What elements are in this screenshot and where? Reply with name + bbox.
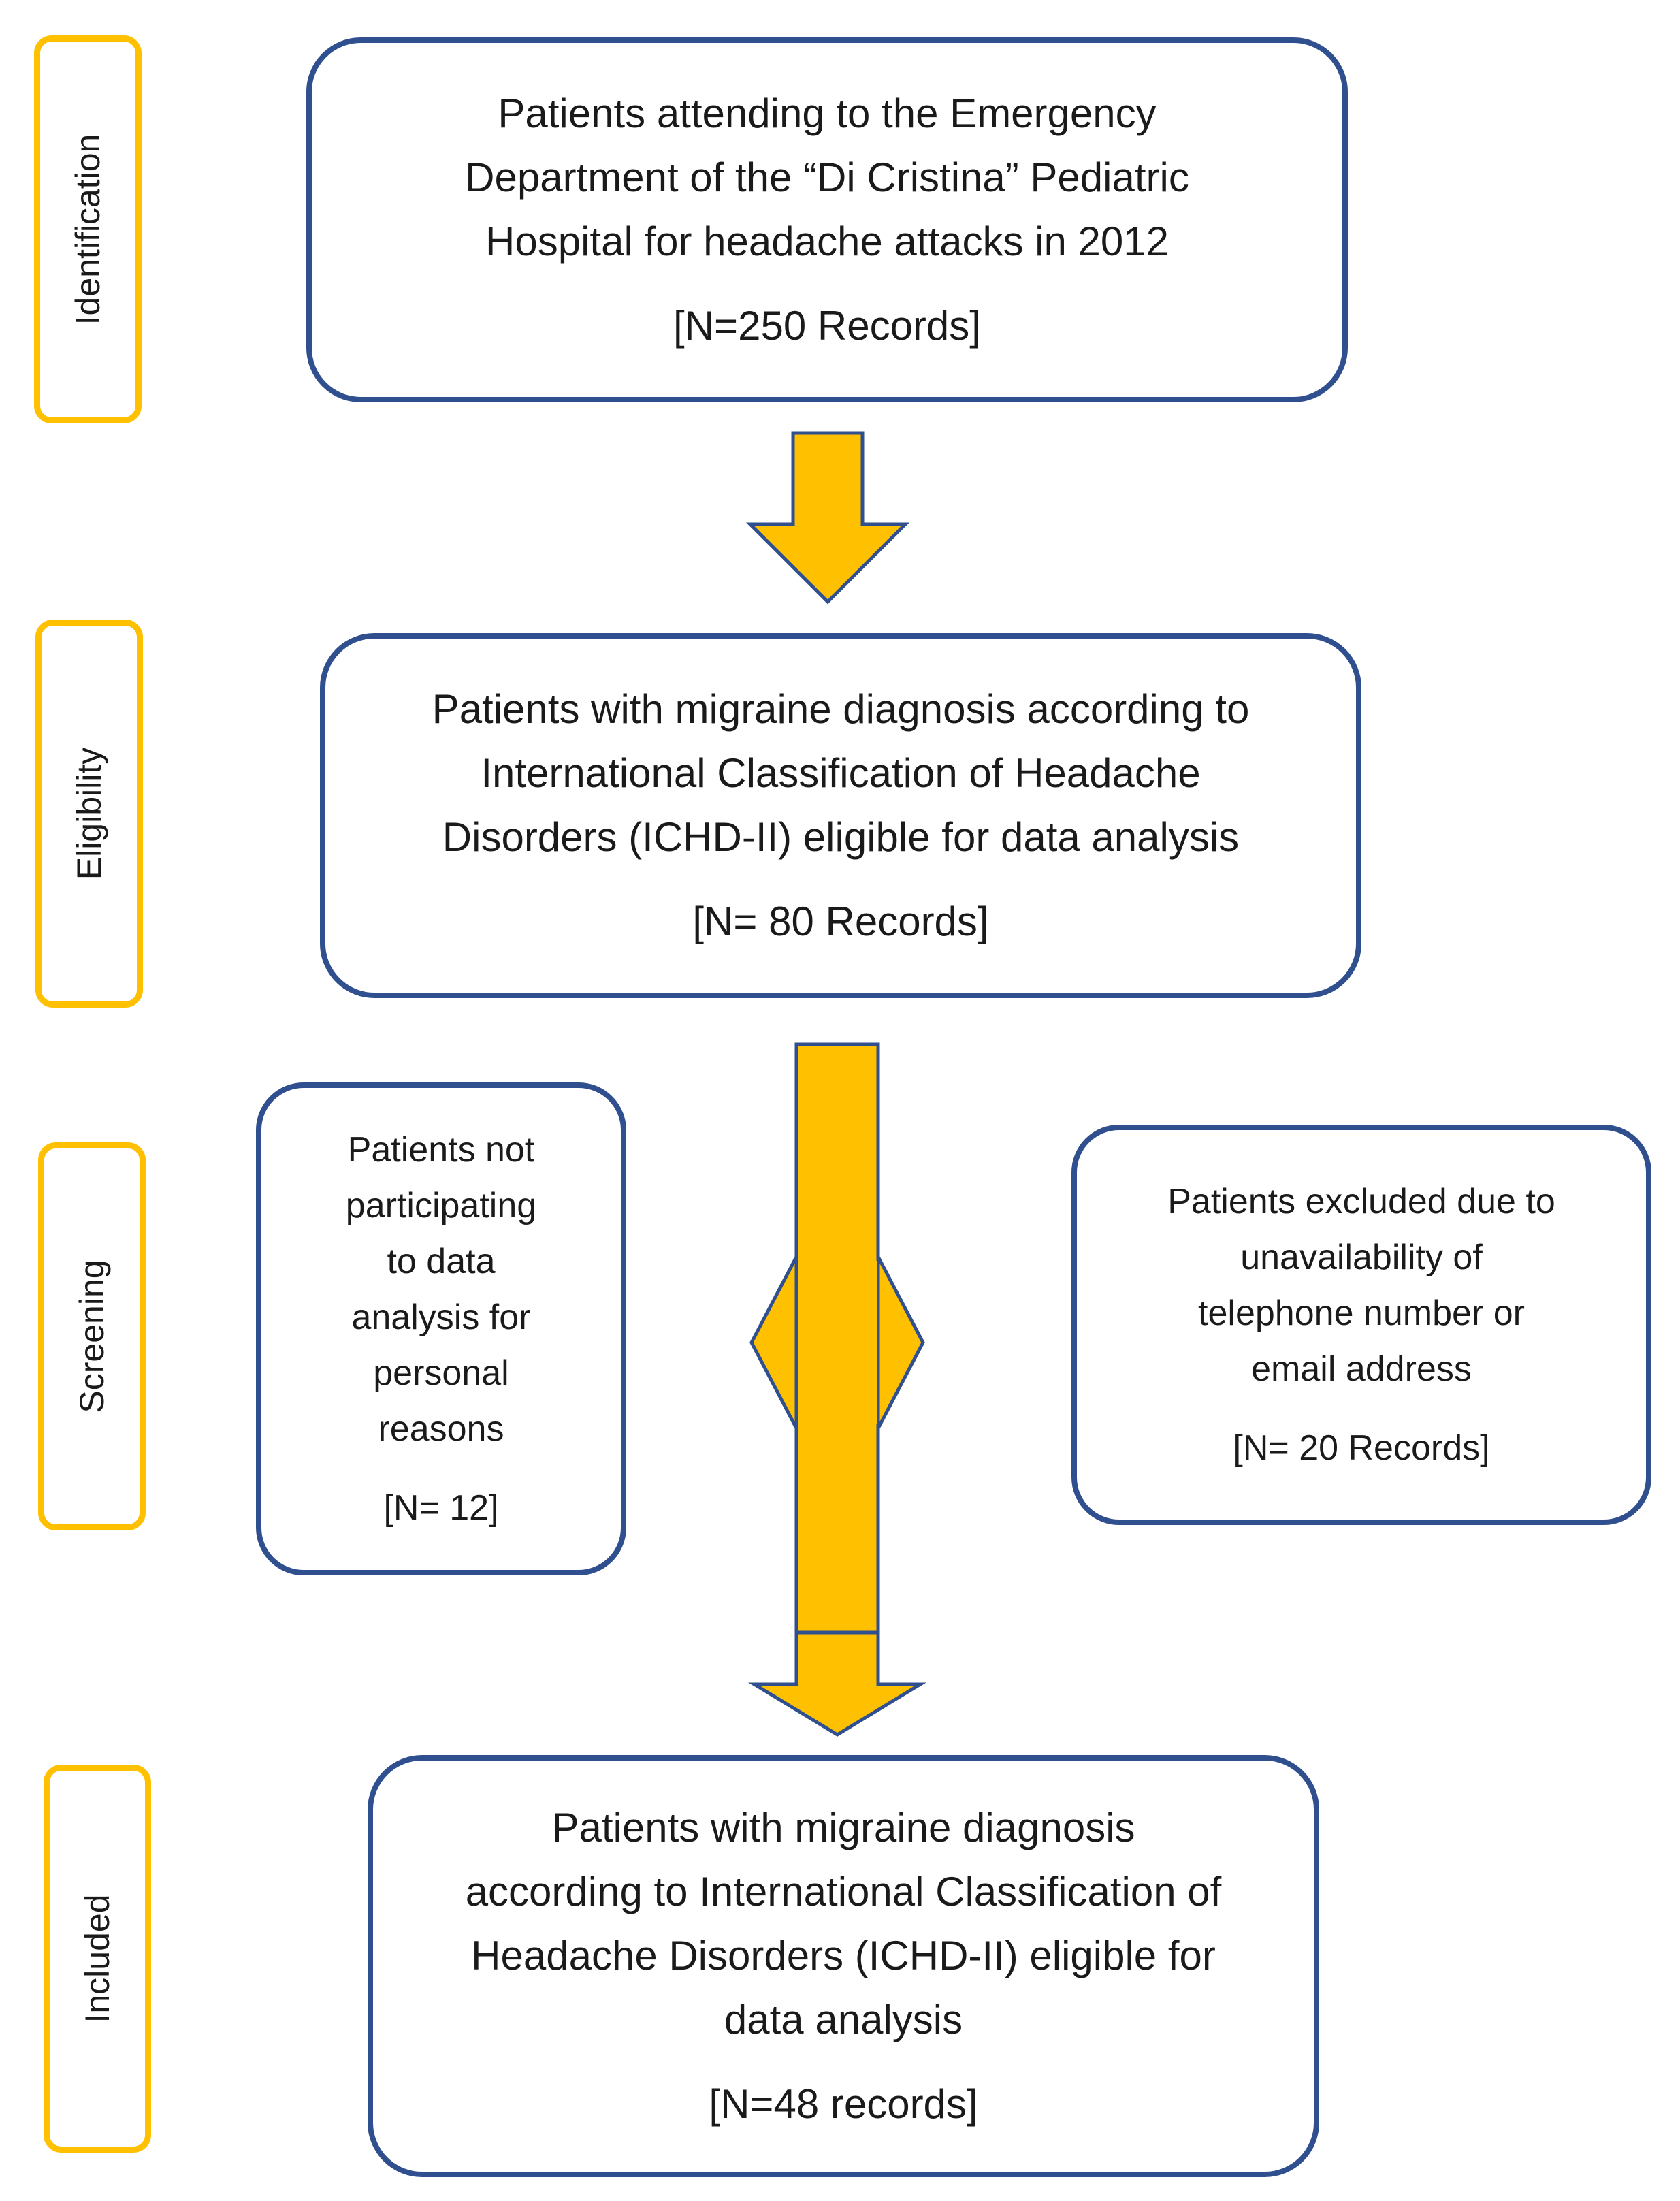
included-box: Patients with migraine diagnosis accordi… [368,1755,1319,2177]
excluded-personal-box: Patients not participating to data analy… [256,1082,626,1575]
excluded-personal-count: [N= 12] [383,1488,499,1528]
left-exclusion-arrow [749,1255,798,1430]
excluded-contact-text: Patients excluded due to unavailability … [1167,1182,1555,1389]
stage-screening: Screening [38,1142,146,1530]
identification-text: Patients attending to the Emergency Depa… [465,91,1189,264]
excluded-contact-count: [N= 20 Records] [1233,1428,1490,1468]
stage-eligibility: Eligibility [35,620,143,1008]
excluded-personal-text: Patients not participating to data analy… [345,1130,537,1449]
included-text: Patients with migraine diagnosis accordi… [465,1805,1222,2042]
stage-included: Included [44,1765,151,2153]
eligibility-text: Patients with migraine diagnosis accordi… [432,686,1250,860]
eligibility-count: [N= 80 Records] [692,899,989,944]
eligibility-box: Patients with migraine diagnosis accordi… [320,633,1361,998]
stage-identification: Identification [34,35,142,423]
excluded-contact-box: Patients excluded due to unavailability … [1071,1125,1651,1525]
identification-count: [N=250 Records] [673,303,981,349]
right-exclusion-arrow [876,1255,925,1430]
identification-box: Patients attending to the Emergency Depa… [306,37,1348,402]
down-arrow-1 [745,431,910,605]
included-count: [N=48 records] [709,2081,978,2127]
